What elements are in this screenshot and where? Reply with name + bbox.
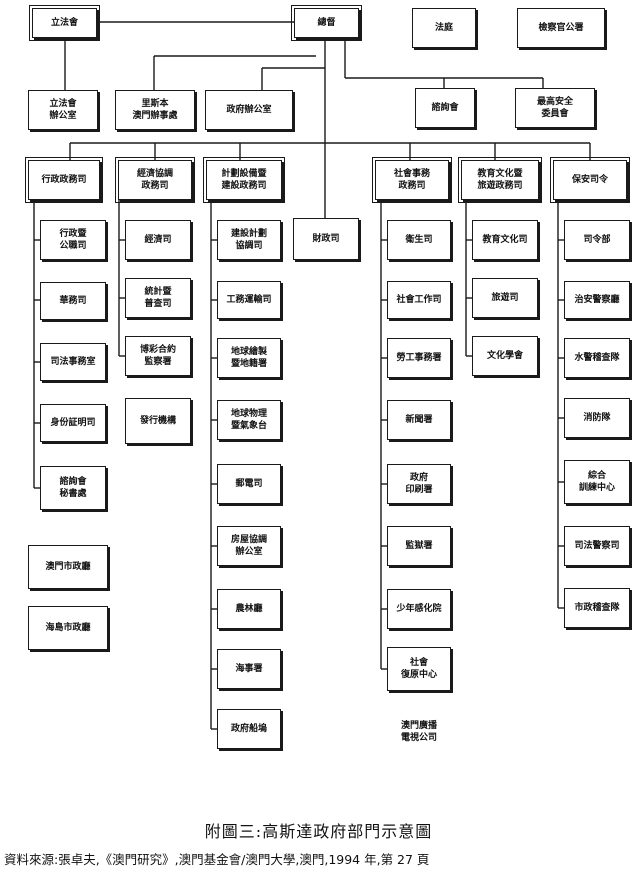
node-statistics-dept: 統計暨 普查司 <box>125 278 191 318</box>
node-legislative-office: 立法會 辦公室 <box>28 90 98 130</box>
node-municipal-police: 市政稽查隊 <box>564 588 630 628</box>
node-legislative-assembly: 立法會 <box>29 5 100 41</box>
source-note: 資料來源:張卓夫,《澳門研究》,澳門基金會/澳門大學,澳門,1994 年,第 2… <box>4 852 430 867</box>
node-cartography-cadastre: 地球繪製 暨地籍署 <box>217 338 281 378</box>
connector-lines <box>33 21 591 730</box>
node-public-security-police: 治安警察廳 <box>564 281 630 319</box>
node-planning-infra-sec: 計劃設備暨 建設政務司 <box>203 157 285 203</box>
node-economic-coord-sec: 經濟協調 政務司 <box>115 157 195 203</box>
node-fire-services: 消防隊 <box>564 398 630 438</box>
node-labour-affairs-dept: 勞工事務署 <box>387 338 451 378</box>
node-social-welfare-dept: 社會工作司 <box>387 281 451 319</box>
node-issuing-institute: 發行機構 <box>125 398 191 444</box>
node-legal-affairs-office: 司法事務室 <box>40 343 106 381</box>
node-judiciary-police: 司法警察司 <box>564 526 630 566</box>
node-public-admin-office: 行政暨 公職司 <box>40 220 106 260</box>
node-government-shipyard: 政府船塢 <box>217 709 281 749</box>
node-prosecutor: 檢察官公署 <box>517 8 605 48</box>
node-maritime-police: 水警稽查隊 <box>564 338 630 378</box>
node-consultative-council: 諮詢會 <box>415 88 475 128</box>
org-chart: 立法會 總督 法庭 檢察官公署 立法會 辦公室 里斯本 澳門辦事處 政府辦公室 … <box>25 5 630 752</box>
node-identification-dept: 身份証明司 <box>40 404 106 442</box>
node-social-rehab-centre: 社會 復原中心 <box>387 647 451 691</box>
node-health-dept: 衛生司 <box>387 220 451 260</box>
node-tourism-dept: 旅遊司 <box>472 278 538 318</box>
node-supreme-security-council: 最高安全 委員會 <box>515 88 595 128</box>
node-government-printing: 政府 印刷署 <box>387 464 451 504</box>
node-post-telecom: 郵電司 <box>217 464 281 504</box>
node-edu-culture-dept: 教育文化司 <box>472 220 538 260</box>
node-marine-dept: 海事署 <box>217 649 281 689</box>
node-islands-municipal: 海島市政廳 <box>28 606 108 650</box>
node-macau-broadcasting: 澳門廣播 電視公司 <box>385 712 453 752</box>
node-agriculture-forestry: 農林廳 <box>217 589 281 629</box>
node-government-office: 政府辦公室 <box>205 90 293 130</box>
node-public-works-transport: 工務運輸司 <box>217 281 281 319</box>
node-command-hq: 司令部 <box>564 220 630 260</box>
node-juvenile-reform: 少年感化院 <box>387 589 451 629</box>
node-security-command: 保安司令 <box>550 157 630 203</box>
node-construction-coord-office: 建設計劃 協調司 <box>217 220 281 260</box>
node-information-bureau: 新聞署 <box>387 400 451 440</box>
node-justice-affairs-dept: 華務司 <box>40 282 106 320</box>
node-finance-dept: 財政司 <box>293 218 359 260</box>
node-prison: 監獄署 <box>387 526 451 566</box>
node-governor: 總督 <box>291 5 362 41</box>
node-lisbon-office: 里斯本 澳門辦事處 <box>115 90 195 130</box>
node-meteorology-geophysics: 地球物理 暨氣象台 <box>217 400 281 440</box>
node-edu-culture-sec: 教育文化暨 旅遊政務司 <box>458 157 542 203</box>
node-consultative-secretariat: 諮詢會 秘書處 <box>40 466 106 510</box>
node-admin-affairs-sec: 行政政務司 <box>25 157 103 203</box>
node-gaming-inspection: 博彩合約 監察署 <box>125 336 191 376</box>
node-economy-dept: 經濟司 <box>125 220 191 260</box>
figure-caption: 附圖三:高斯達政府部門示意圖 <box>204 822 433 841</box>
node-social-affairs-sec: 社會事務 政務司 <box>372 157 452 203</box>
node-courts: 法庭 <box>412 8 476 48</box>
node-culture-institute: 文化學會 <box>472 336 538 376</box>
node-housing-coord-office: 房屋協調 辦公室 <box>217 526 281 566</box>
node-macau-municipal: 澳門市政廳 <box>28 545 108 589</box>
node-training-centre: 綜合 訓練中心 <box>564 460 630 504</box>
